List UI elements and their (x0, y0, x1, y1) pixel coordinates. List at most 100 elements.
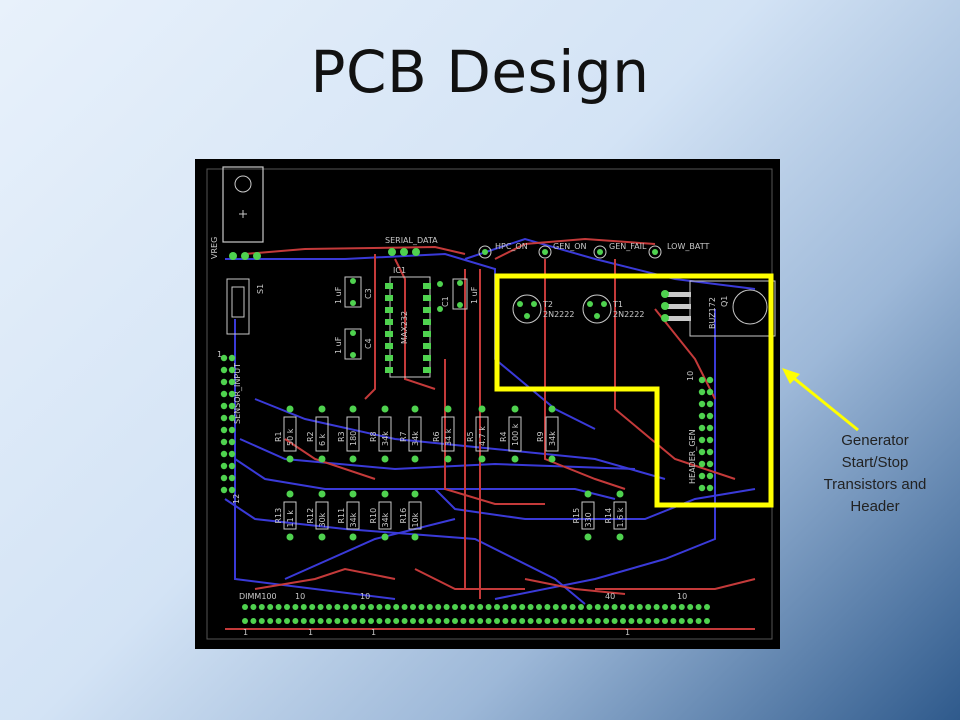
sensor-pad (220, 450, 228, 458)
resistor-body (283, 501, 297, 530)
dimm-pin-1-c: 1 (371, 628, 376, 637)
resistor-ref: R11 (337, 508, 346, 524)
resistor-pad (478, 405, 486, 413)
dimm-pin-1-a: 1 (243, 628, 248, 637)
header-gen-pad (706, 400, 714, 408)
sensor-pad (220, 402, 228, 410)
resistor-pad (381, 455, 389, 463)
resistor-value: 34k (381, 431, 390, 446)
dimm-pad (628, 604, 635, 610)
header-gen-pad (706, 388, 714, 396)
dimm-pad (258, 618, 265, 624)
header-gen-pad (706, 436, 714, 444)
resistor-pad (478, 455, 486, 463)
dimm-pad (586, 618, 593, 624)
dimm-pad (485, 618, 492, 624)
resistor-value: 4.7 k (478, 426, 487, 446)
resistor-body (315, 501, 329, 530)
resistor-pad (616, 490, 624, 498)
resistor-body (283, 416, 297, 452)
sensor-pad (228, 378, 236, 386)
dimm-pad (376, 618, 383, 624)
sensor-pin-12: 12 (232, 494, 241, 504)
resistor-value: 34 k (444, 428, 453, 446)
resistor-value: 180 (349, 431, 358, 446)
resistor-pad (349, 405, 357, 413)
dimm-pad (494, 604, 500, 610)
resistor-pad (381, 405, 389, 413)
dimm-pad (460, 618, 467, 624)
dimm-pad (275, 604, 282, 610)
dimm-pad (569, 618, 576, 624)
dimm-pad (678, 604, 685, 610)
c2-value: 1 uF (470, 286, 479, 304)
dimm-pad (678, 618, 685, 624)
resistor-pad (349, 490, 357, 498)
header-gen-pad (698, 448, 706, 456)
c3-value: 1 uF (334, 286, 343, 304)
transistor-t2: T2 2N2222 (512, 294, 574, 324)
dimm-pad (561, 604, 568, 610)
resistor-pad (318, 490, 326, 498)
resistor-value: 11 k (286, 510, 295, 528)
pcb-layout-image: VREG S1 SERIAL_DATA HPC_ON GEN_ON GEN_FA… (195, 159, 780, 649)
top-layer-traces (225, 237, 756, 630)
resistor-body (315, 416, 329, 452)
dimm-pin-1-d: 1 (625, 628, 630, 637)
dimm-pad (603, 604, 610, 610)
dimm-pad (670, 618, 677, 624)
resistor-pad (286, 405, 294, 413)
dimm-pad (326, 618, 332, 624)
resistor-pad (381, 533, 389, 541)
dimm-pad (401, 604, 408, 610)
sensor-pad (220, 426, 228, 434)
dimm-pad (670, 604, 677, 610)
resistor-ref: R8 (369, 431, 378, 442)
header-gen-pad (706, 412, 714, 420)
dimm-pad (704, 604, 710, 610)
vreg-label: VREG (210, 237, 219, 259)
callout-text: Generator Start/Stop Transistors and Hea… (800, 430, 950, 518)
sensor-input-header: SENSOR_INPUT 1 12 (217, 350, 242, 504)
resistor-value: 34k (548, 431, 557, 446)
dimm-pad (460, 604, 467, 610)
header-gen-pad (706, 376, 714, 384)
dimm-pad (628, 618, 635, 624)
c1-label: C1 (441, 296, 450, 307)
hpc-on-label: HPC_ON (495, 242, 528, 251)
dimm-pad (552, 604, 559, 610)
resistor-ref: R3 (337, 431, 346, 442)
header-gen-pad (706, 448, 714, 456)
dimm-pad (485, 604, 492, 610)
sensor-pad (228, 354, 236, 362)
dimm-pad (250, 604, 257, 610)
dimm-pad (317, 618, 324, 624)
dimm-pad (410, 604, 416, 610)
dimm-pad (435, 618, 442, 624)
transistor-t1: T1 2N2222 (582, 294, 644, 324)
s1-switch: S1 (226, 278, 265, 335)
resistor-body (508, 416, 522, 452)
resistor-pad (286, 455, 294, 463)
dimm-pad (519, 618, 526, 624)
resistor-body (378, 501, 392, 530)
dimm-pad (586, 604, 593, 610)
sensor-pad (220, 366, 228, 374)
resistor-value: 100 k (511, 423, 520, 446)
resistor-pad (616, 533, 624, 541)
t2-label: T2 (542, 300, 553, 309)
s1-label: S1 (256, 284, 265, 294)
resistor-pad (349, 533, 357, 541)
sensor-pad (228, 426, 236, 434)
dimm-pad (351, 618, 358, 624)
header-gen-pin-10: 10 (686, 371, 695, 381)
dimm-pad (443, 618, 450, 624)
dimm-pad (435, 604, 442, 610)
dimm-pad (561, 618, 568, 624)
dimm-pad (502, 618, 509, 624)
dimm-pad (267, 604, 274, 610)
sensor-pad (228, 390, 236, 398)
header-gen-pad (698, 388, 706, 396)
resistor-pad (548, 455, 556, 463)
